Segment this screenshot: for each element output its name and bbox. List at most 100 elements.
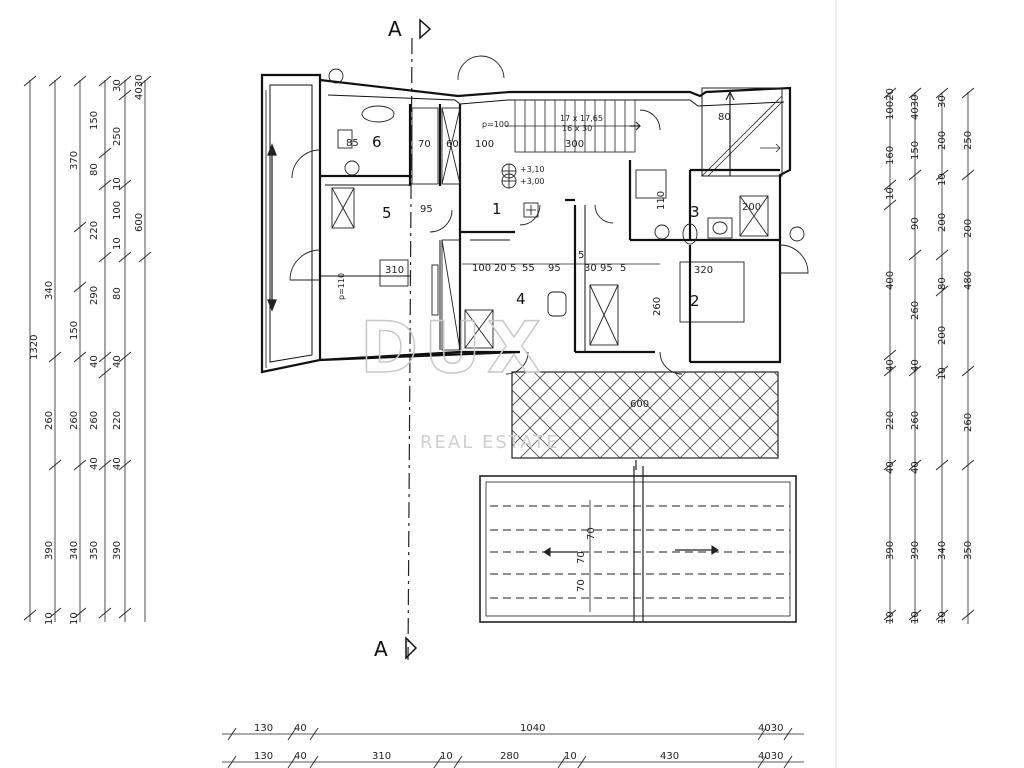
dim-label: 400 bbox=[885, 271, 896, 290]
dim-label: 150 bbox=[910, 141, 921, 160]
dim-label: 130 bbox=[254, 723, 273, 734]
dim-label: 85 bbox=[346, 138, 359, 149]
dim-label: 260 bbox=[44, 411, 55, 430]
dim-label: 95 bbox=[548, 263, 561, 274]
dim-label: 310 bbox=[385, 265, 404, 276]
dim-label: 40 bbox=[294, 723, 307, 734]
room-number: 4 bbox=[516, 290, 526, 308]
dim-label: 150 bbox=[89, 111, 100, 130]
dim-label: 260 bbox=[89, 411, 100, 430]
dim-label: 40 bbox=[910, 461, 921, 474]
p-label: p=110 bbox=[337, 273, 346, 300]
dim-label: 100 bbox=[472, 263, 491, 274]
dim-label: 5 bbox=[620, 263, 626, 274]
dim-label: 310 bbox=[372, 751, 391, 762]
dim-label: 260 bbox=[910, 301, 921, 320]
dim-label: 390 bbox=[910, 541, 921, 560]
dim-label: 70 bbox=[418, 139, 431, 150]
section-arrow-icon bbox=[419, 18, 432, 40]
watermark-brand: DUX bbox=[360, 307, 547, 389]
p-label: p=100 bbox=[482, 120, 509, 129]
dim-label: 250 bbox=[112, 127, 123, 146]
dim-label: 100 bbox=[112, 201, 123, 220]
right-dimension-labels: 10020 160 10 400 40 220 40 390 10 4030 1… bbox=[885, 88, 974, 624]
dim-label: 10 bbox=[112, 237, 123, 250]
dim-label: 340 bbox=[937, 541, 948, 560]
interior-labels: 17 x 17,65 16 x 30 +3,10 +3,00 100 300 3… bbox=[337, 112, 761, 592]
dim-label: 340 bbox=[69, 541, 80, 560]
dim-label: 10 bbox=[937, 611, 948, 624]
dim-label: 80 bbox=[937, 277, 948, 290]
dim-label: 150 bbox=[69, 321, 80, 340]
dim-label: 260 bbox=[652, 297, 663, 316]
level-label: +3,10 bbox=[520, 165, 545, 174]
dim-label: 10 bbox=[885, 611, 896, 624]
bottom-dimension-labels: 130 40 1040 4030 130 40 310 10 280 10 43… bbox=[254, 723, 783, 762]
room-number: 2 bbox=[690, 292, 700, 310]
dim-label: 200 bbox=[937, 213, 948, 232]
dim-label: 110 bbox=[656, 191, 667, 210]
room-number: 1 bbox=[492, 200, 502, 218]
room-number: 3 bbox=[690, 203, 700, 221]
dim-label: 80 bbox=[112, 287, 123, 300]
dim-label: 200 bbox=[937, 131, 948, 150]
dim-label: 55 bbox=[522, 263, 535, 274]
dim-label: 70 bbox=[576, 579, 587, 592]
bottom-dimension-chains bbox=[222, 727, 804, 768]
left-dimension-labels: 1320 340 260 390 10 370 150 260 340 10 1… bbox=[29, 75, 145, 625]
dim-label: 40 bbox=[89, 457, 100, 470]
dim-label: 30 bbox=[112, 79, 123, 92]
dim-label: 5 bbox=[578, 250, 584, 261]
dim-label: 130 bbox=[254, 751, 273, 762]
dim-label: 1320 bbox=[29, 335, 40, 360]
dim-label: 600 bbox=[630, 399, 649, 410]
dim-label: 220 bbox=[89, 221, 100, 240]
dim-label: 30 bbox=[937, 95, 948, 108]
dim-label: 5 bbox=[510, 263, 516, 274]
room-labels: 5 1 4 2 3 6 bbox=[372, 133, 700, 310]
dim-label: 390 bbox=[112, 541, 123, 560]
dim-label: 10 bbox=[440, 751, 453, 762]
dim-label: 10 bbox=[44, 612, 55, 625]
building-walls bbox=[260, 73, 792, 374]
dim-label: 480 bbox=[963, 271, 974, 290]
dim-label: 10 bbox=[69, 612, 80, 625]
dim-label: 70 bbox=[586, 527, 597, 540]
dim-label: 300 bbox=[565, 139, 584, 150]
stair-label: 17 x 17,65 bbox=[560, 114, 603, 123]
dim-label: 100 bbox=[475, 139, 494, 150]
balcony-arrows bbox=[267, 143, 277, 312]
dim-label: 390 bbox=[44, 541, 55, 560]
dim-label: 30 bbox=[584, 263, 597, 274]
dim-label: 80 bbox=[89, 163, 100, 176]
dim-label: 40 bbox=[89, 355, 100, 368]
dim-label: 390 bbox=[885, 541, 896, 560]
dim-label: 260 bbox=[963, 413, 974, 432]
dim-label: 40 bbox=[112, 457, 123, 470]
dim-label: 600 bbox=[134, 213, 145, 232]
dim-label: 4030 bbox=[758, 751, 783, 762]
dim-label: 95 bbox=[420, 204, 433, 215]
dim-label: 90 bbox=[910, 217, 921, 230]
dim-label: 370 bbox=[69, 151, 80, 170]
dim-label: 40 bbox=[294, 751, 307, 762]
room-number: 6 bbox=[372, 133, 382, 151]
dim-label: 10 bbox=[112, 177, 123, 190]
dim-label: 10 bbox=[564, 751, 577, 762]
dim-label: 290 bbox=[89, 286, 100, 305]
dim-label: 430 bbox=[660, 751, 679, 762]
dim-label: 40 bbox=[910, 359, 921, 372]
pergola bbox=[479, 460, 797, 623]
dim-label: 10 bbox=[885, 187, 896, 200]
dim-label: 260 bbox=[69, 411, 80, 430]
dim-label: 10020 bbox=[885, 88, 896, 120]
door-swings bbox=[289, 55, 809, 375]
dim-label: 220 bbox=[885, 411, 896, 430]
level-label: +3,00 bbox=[520, 177, 545, 186]
dim-label: 200 bbox=[937, 326, 948, 345]
dim-label: 20 bbox=[494, 263, 507, 274]
dim-label: 220 bbox=[112, 411, 123, 430]
dim-label: 10 bbox=[910, 611, 921, 624]
dim-label: 350 bbox=[963, 541, 974, 560]
